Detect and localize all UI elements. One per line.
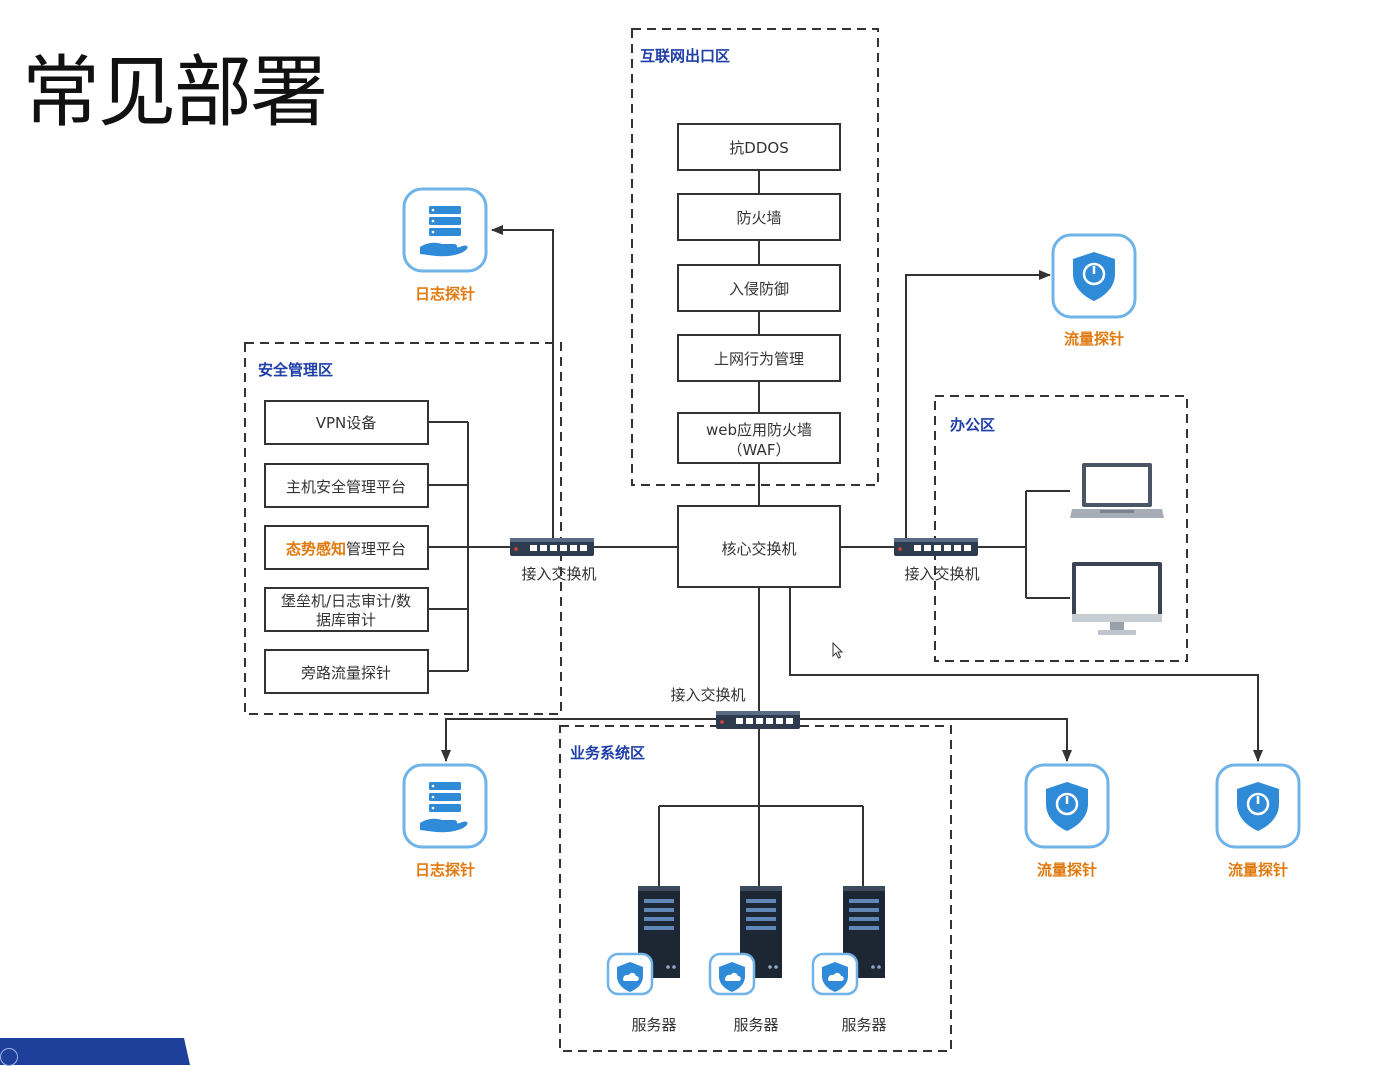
flow-probe-bottom-2: 流量探针 xyxy=(1215,763,1301,879)
server-3: 服务器 xyxy=(811,886,887,1034)
access-switch-right: 接入交换机 xyxy=(894,538,980,583)
bottom-bar-dot-icon xyxy=(0,1048,18,1066)
cloud-security-icon xyxy=(811,952,859,996)
device-situation-awareness: 态势感知管理平台 xyxy=(264,525,429,570)
device-bastion-audit: 堡垒机/日志审计/数 据库审计 xyxy=(264,587,429,632)
shield-icon xyxy=(1215,763,1301,849)
cloud-security-icon xyxy=(606,952,654,996)
access-switch-bottom: 接入交换机 xyxy=(670,686,800,729)
log-probe-top: 日志探针 xyxy=(402,187,488,303)
chain-box-label: 抗DDOS xyxy=(729,139,788,157)
chain-box-behavior: 上网行为管理 xyxy=(677,334,841,382)
network-switch-icon xyxy=(894,538,978,556)
chain-box-firewall: 防火墙 xyxy=(677,193,841,241)
chain-box-ips: 入侵防御 xyxy=(677,264,841,312)
probe-label: 日志探针 xyxy=(415,285,475,303)
server-label: 服务器 xyxy=(841,1016,886,1034)
network-switch-icon xyxy=(510,538,594,556)
chain-box-label: 上网行为管理 xyxy=(714,350,804,368)
device-vpn: VPN设备 xyxy=(264,400,429,445)
zone-internet: 互联网出口区 xyxy=(631,28,879,486)
chain-box-waf: web应用防火墙 （WAF） xyxy=(677,412,841,464)
zone-internet-label: 互联网出口区 xyxy=(640,47,730,65)
flow-probe-top-right: 流量探针 xyxy=(1051,233,1137,348)
access-switch-label: 接入交换机 xyxy=(521,565,596,583)
network-switch-icon xyxy=(716,711,800,729)
server-hand-icon xyxy=(402,763,488,849)
bottom-bar xyxy=(0,1038,190,1065)
probe-label: 流量探针 xyxy=(1064,330,1124,348)
chain-box-label: 入侵防御 xyxy=(729,280,789,298)
security-devices: VPN设备 主机安全管理平台 态势感知管理平台 堡垒机/日志审计/数 据库审计 … xyxy=(264,400,429,694)
server-hand-icon xyxy=(402,187,488,273)
zone-security-label: 安全管理区 xyxy=(258,361,333,379)
zone-office-label: 办公区 xyxy=(950,416,995,434)
server-rack-icon xyxy=(638,886,680,978)
device-label: 旁路流量探针 xyxy=(301,664,391,682)
device-label-line2: 据库审计 xyxy=(316,611,376,629)
log-probe-bottom: 日志探针 xyxy=(402,763,488,879)
chain-box-antiddos: 抗DDOS xyxy=(677,123,841,171)
shield-icon xyxy=(1024,763,1110,849)
zone-security: 安全管理区 xyxy=(244,342,562,715)
access-switch-label: 接入交换机 xyxy=(670,686,745,704)
zone-office: 办公区 xyxy=(934,395,1188,662)
server-1: 服务器 xyxy=(606,886,680,1034)
laptop-icon xyxy=(1070,463,1164,518)
zone-business-label: 业务系统区 xyxy=(570,744,645,762)
page-title: 常见部署 xyxy=(22,48,328,138)
chain-box-label: 防火墙 xyxy=(736,209,781,227)
server-rack-icon xyxy=(843,886,885,978)
access-switch-label: 接入交换机 xyxy=(904,565,979,583)
cloud-security-icon xyxy=(708,952,756,996)
probe-label: 日志探针 xyxy=(415,861,475,879)
server-2: 服务器 xyxy=(708,886,782,1034)
internet-chain: 抗DDOS 防火墙 入侵防御 上网行为管理 web应用防火墙 （WAF） xyxy=(677,123,841,464)
chain-box-label-line2: （WAF） xyxy=(728,441,791,459)
device-label-rest: 管理平台 xyxy=(346,540,406,558)
device-host-security: 主机安全管理平台 xyxy=(264,463,429,508)
device-label: 主机安全管理平台 xyxy=(286,478,406,496)
device-label: VPN设备 xyxy=(316,414,377,432)
flow-probe-bottom-1: 流量探针 xyxy=(1024,763,1110,879)
chain-box-label-line1: web应用防火墙 xyxy=(706,421,812,439)
shield-icon xyxy=(1051,233,1137,319)
server-label: 服务器 xyxy=(733,1016,778,1034)
probe-label: 流量探针 xyxy=(1228,861,1288,879)
device-label-highlight: 态势感知 xyxy=(286,540,346,558)
device-label-line1: 堡垒机/日志审计/数 xyxy=(281,592,411,610)
monitor-icon xyxy=(1072,562,1162,635)
server-label: 服务器 xyxy=(631,1016,676,1034)
access-switch-left: 接入交换机 xyxy=(510,538,597,583)
mouse-cursor-icon xyxy=(832,641,844,659)
device-bypass-flow-probe: 旁路流量探针 xyxy=(264,649,429,694)
device-label: 态势感知管理平台 xyxy=(286,540,406,558)
core-switch-label: 核心交换机 xyxy=(721,540,796,558)
core-switch: 核心交换机 xyxy=(677,505,841,588)
probe-label: 流量探针 xyxy=(1037,861,1097,879)
